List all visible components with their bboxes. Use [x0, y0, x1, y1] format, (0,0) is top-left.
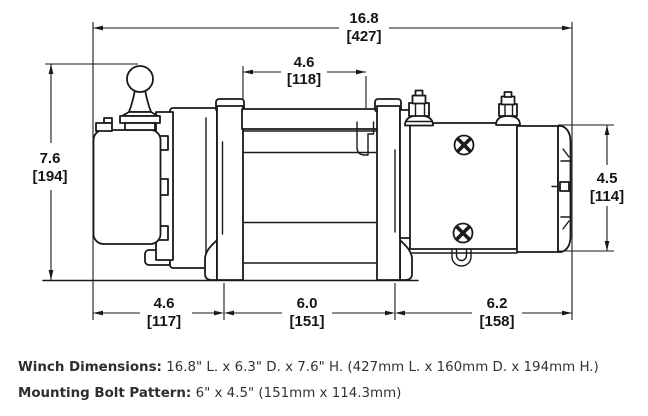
- winch-body: [42, 65, 572, 282]
- dim-motor-height: 4.5 [114]: [590, 125, 624, 251]
- arrowhead: [395, 310, 405, 316]
- motor-barrel: [516, 125, 559, 253]
- arrowhead: [356, 69, 366, 75]
- drain-tab-inner: [455, 249, 468, 262]
- dim-bolt-spacing-mm: [151]: [289, 313, 324, 330]
- lever-side-step: [95, 122, 113, 132]
- lever-mount: [124, 122, 156, 131]
- mounting-foot-right: [399, 239, 413, 281]
- arrowhead: [93, 310, 103, 316]
- phillips-screw-top: [453, 134, 475, 156]
- bolt-base: [495, 115, 521, 126]
- screw-cross: [456, 137, 472, 153]
- dim-base-left-in: 4.6: [154, 295, 175, 312]
- winch-dimensions-label: Winch Dimensions:: [18, 360, 162, 375]
- spec-notes: Winch Dimensions: 16.8" L. x 6.3" D. x 7…: [18, 355, 638, 407]
- drum-support-right: [374, 98, 413, 281]
- winch-dimensions-note: Winch Dimensions: 16.8" L. x 6.3" D. x 7…: [18, 355, 638, 381]
- arrowhead: [604, 241, 610, 251]
- gear-housing-flange: [169, 107, 218, 269]
- dim-overall-length-in: 16.8: [349, 10, 378, 27]
- arrowhead: [48, 64, 54, 74]
- bolt-hex-nut: [408, 102, 430, 117]
- bolt-cap: [411, 94, 427, 105]
- dim-overall-length: 16.8 [427]: [93, 10, 572, 45]
- motor-housing: [409, 122, 572, 254]
- arrowhead: [604, 125, 610, 135]
- arrowhead: [385, 310, 395, 316]
- hex-facets: [414, 102, 426, 117]
- dim-motor-length: 6.2 [158]: [479, 295, 514, 330]
- winch-dimensions-value: 16.8" L. x 6.3" D. x 7.6" H. (427mm L. x…: [166, 360, 599, 375]
- dim-base-left-mm: [117]: [147, 313, 181, 330]
- bolt-hex-nut: [498, 103, 518, 117]
- dim-bolt-spacing-in: 6.0: [297, 295, 318, 312]
- dim-overall-height-in: 7.6: [40, 150, 61, 167]
- extension-lines-feet: [223, 283, 396, 320]
- dim-drum-width-in: 4.6: [294, 54, 315, 71]
- end-cap-nub: [559, 181, 570, 192]
- mounting-foot-left: [204, 239, 218, 281]
- bolt-stud: [503, 91, 513, 98]
- dim-motor-height-mm: [114]: [590, 188, 624, 205]
- bolt-base: [404, 114, 434, 127]
- dim-drum-width: 4.6 [118]: [243, 54, 366, 88]
- dim-overall-length-mm: [427]: [346, 28, 381, 45]
- dim-motor-height-in: 4.5: [597, 170, 618, 187]
- phillips-screw-bottom: [452, 222, 474, 244]
- dim-bolt-spacing: 6.0 [151]: [289, 295, 324, 330]
- dim-base-left: 4.6 [117]: [147, 295, 181, 330]
- drum-surface-lines: [242, 130, 378, 264]
- arrowhead: [243, 69, 253, 75]
- dim-overall-height: 7.6 [194]: [32, 64, 68, 280]
- terminal-bolt-left: [404, 89, 434, 127]
- drum-support-left: [204, 98, 245, 281]
- support-plate: [376, 105, 401, 281]
- extension-lines-motor: [558, 124, 614, 252]
- clutch-lever: [95, 65, 161, 132]
- drain-tab: [451, 249, 472, 267]
- arrowhead: [48, 270, 54, 280]
- dim-motor-length-mm: [158]: [479, 313, 514, 330]
- dimension-annotations: 16.8 [427] 4.6 [118] 7.6 [194]: [32, 10, 624, 330]
- dim-drum-width-mm: [118]: [287, 71, 321, 88]
- bolt-pattern-note: Mounting Bolt Pattern: 6" x 4.5" (151mm …: [18, 381, 638, 407]
- winch-dimension-diagram: 16.8 [427] 4.6 [118] 7.6 [194]: [32, 10, 624, 330]
- lever-base: [119, 115, 161, 124]
- arrowhead: [562, 25, 572, 31]
- hex-facets: [504, 103, 514, 117]
- terminal-bolt-right: [495, 91, 521, 126]
- lever-knob: [126, 65, 154, 93]
- end-cap-ribs: [551, 148, 571, 230]
- dim-motor-length-in: 6.2: [487, 295, 508, 312]
- bolt-pattern-label: Mounting Bolt Pattern:: [18, 386, 192, 401]
- arrowhead: [562, 310, 572, 316]
- cable-drum: [241, 108, 379, 264]
- screw-cross: [455, 225, 471, 241]
- arrowhead: [224, 310, 234, 316]
- bolt-stud: [414, 89, 424, 97]
- arrowhead: [214, 310, 224, 316]
- support-plate: [216, 105, 244, 281]
- arrowhead: [93, 25, 103, 31]
- cable-anchor: [356, 121, 375, 156]
- dim-overall-height-mm: [194]: [32, 168, 67, 185]
- lever-stem: [128, 89, 152, 113]
- bolt-pattern-value: 6" x 4.5" (151mm x 114.3mm): [195, 386, 402, 401]
- gear-housing: [92, 129, 162, 245]
